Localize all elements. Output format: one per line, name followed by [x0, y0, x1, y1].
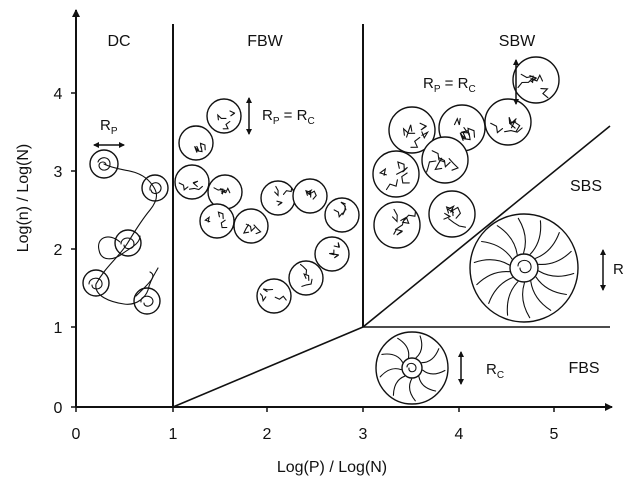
- blob-chain-strands: [178, 180, 203, 191]
- polymer-blob: [324, 197, 360, 233]
- x-axis-title: Log(P) / Log(N): [277, 459, 387, 476]
- y-axis-ticks: [71, 92, 76, 408]
- polymer-blob: [428, 190, 476, 238]
- phase-boundaries: [172, 24, 611, 408]
- y-tick-label: 4: [54, 86, 63, 103]
- region-label-dc: DC: [107, 33, 130, 50]
- polymer-blob: [484, 98, 532, 146]
- x-axis-ticks: [75, 407, 555, 412]
- dilute-chain-illustration: [82, 149, 169, 315]
- sbs-large-blob: [469, 213, 579, 323]
- blob-chain-strands: [453, 117, 476, 141]
- blob-chain-strands: [378, 161, 410, 191]
- label-rp-dc: RP: [100, 117, 118, 137]
- blob-chain-strands: [299, 263, 313, 287]
- x-tick-label: 5: [550, 426, 559, 443]
- blob-chain-strands: [402, 122, 430, 148]
- polymer-blob: [178, 125, 214, 161]
- blob-chain-strands: [242, 223, 262, 235]
- y-axis-title: Log(n) / Log(N): [15, 144, 32, 253]
- label-r-sbs: R: [613, 261, 624, 278]
- x-tick-label: 2: [263, 426, 272, 443]
- y-tick-label: 1: [54, 320, 63, 337]
- polymer-blob: [256, 278, 292, 314]
- blob-chain-strands: [490, 117, 523, 134]
- blob-chain-strands: [204, 211, 228, 229]
- blob-chain-strands: [391, 208, 416, 236]
- y-tick-label: 3: [54, 164, 63, 181]
- x-tick-label: 3: [359, 426, 368, 443]
- polymer-blob: [174, 164, 210, 200]
- blob-chain-strands: [274, 185, 293, 206]
- polymer-blob: [373, 201, 421, 249]
- blob-chain-strands: [259, 288, 287, 303]
- blob-chain-strands: [217, 110, 236, 130]
- blob-chain-strands: [333, 201, 347, 218]
- y-tick-label: 0: [54, 400, 63, 417]
- blob-chain-strands: [329, 242, 340, 259]
- blob-chain-strands: [517, 73, 549, 99]
- x-tick-label: 4: [455, 426, 464, 443]
- x-tick-label: 1: [169, 426, 178, 443]
- polymer-blob: [233, 208, 269, 244]
- sbw-blob-cluster: [372, 56, 560, 249]
- region-label-sbs: SBS: [570, 178, 602, 195]
- blob-chain-strands: [193, 142, 206, 153]
- blob-chain-strands: [426, 150, 459, 173]
- polymer-blob: [421, 136, 469, 184]
- polymer-blob: [260, 180, 296, 216]
- polymer-blob: [206, 98, 242, 134]
- region-label-fbw: FBW: [247, 33, 283, 50]
- y-tick-label: 2: [54, 242, 63, 259]
- x-tick-label: 0: [72, 426, 81, 443]
- blob-chain-strands: [443, 205, 467, 228]
- region-label-sbw: SBW: [499, 33, 536, 50]
- label-rp-rc-sbw: RP = RC: [423, 75, 476, 95]
- fbw-blob-chain: [174, 98, 360, 314]
- polymer-blob: [372, 150, 420, 198]
- polymer-blob: [199, 203, 235, 239]
- label-rp-rc-fbw: RP = RC: [262, 107, 315, 127]
- region-label-fbs: FBS: [568, 360, 599, 377]
- blob-chain-strands: [305, 189, 317, 200]
- polymer-blob: [292, 178, 328, 214]
- fbs-star-blob: [375, 331, 449, 405]
- label-rc-fbs: RC: [486, 361, 504, 381]
- blob-chain-strands: [213, 187, 231, 195]
